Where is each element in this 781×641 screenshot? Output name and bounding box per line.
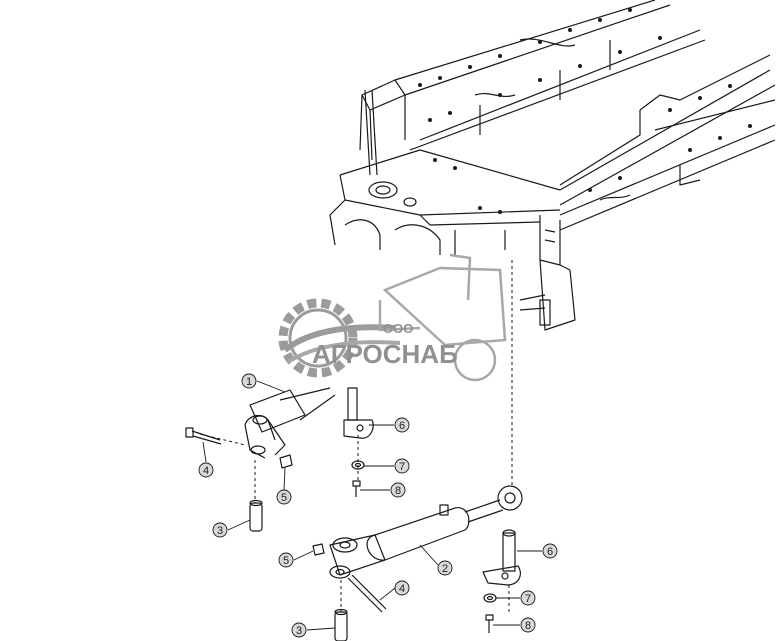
frame-cross-member — [329, 149, 561, 255]
watermark-logo: ООО АГРОСНАБ — [248, 253, 518, 385]
callout-label: 3 — [296, 625, 302, 637]
part-3-pin-a — [249, 499, 263, 532]
callout-label: 7 — [399, 461, 405, 473]
callout-circle-6a — [394, 417, 410, 433]
callout-circle-4b — [394, 580, 410, 596]
leader-1 — [256, 380, 286, 393]
leader-2 — [419, 544, 439, 566]
callout-circle-4a — [198, 462, 214, 478]
part-5-nut-b — [312, 543, 325, 556]
part-7-washer-b — [483, 593, 497, 603]
callout-circle-7b — [520, 590, 536, 606]
frame-bracket — [519, 215, 576, 331]
parts — [185, 260, 523, 641]
part-5-nut-a — [279, 454, 293, 469]
part-4-bolt-a — [185, 427, 222, 445]
callout-label: 4 — [399, 583, 405, 595]
callout-label: 5 — [281, 492, 287, 504]
leader-5b — [293, 550, 314, 561]
callout-label: 8 — [395, 485, 401, 497]
part-3-pin-b — [334, 608, 348, 641]
leader-3a — [227, 519, 251, 531]
leader-4a — [202, 441, 207, 463]
part-6-bracket-a — [343, 387, 374, 439]
frame-holes — [418, 8, 752, 214]
frame-rail-upper — [359, 0, 706, 161]
watermark-prefix: ООО — [383, 321, 413, 336]
callouts — [198, 373, 558, 638]
part-4-bolt-b — [347, 574, 387, 613]
callout-circle-3b — [291, 622, 307, 638]
leader-4b — [379, 587, 396, 601]
callout-circle-8a — [390, 482, 406, 498]
frame-post — [364, 89, 378, 176]
watermark-company: АГРОСНАБ — [312, 339, 458, 369]
callout-circle-6b — [542, 543, 558, 559]
callout-circle-8b — [520, 617, 536, 633]
part-8-screw-a — [352, 480, 361, 497]
leader-5a — [283, 467, 286, 491]
gear-icon — [278, 298, 358, 378]
callout-label: 1 — [246, 376, 252, 388]
callout-label: 6 — [399, 420, 405, 432]
part-1-shaft — [244, 387, 336, 459]
chassis-frame — [329, 0, 776, 331]
part-8-screw-b — [485, 614, 494, 633]
callout-label: 6 — [547, 546, 553, 558]
leader-3b — [306, 627, 336, 631]
callout-label: 3 — [217, 525, 223, 537]
callout-circle-5a — [276, 489, 292, 505]
callout-label: 7 — [525, 593, 531, 605]
callout-labels: 1 2 3 3 4 4 5 5 6 6 7 7 8 8 — [203, 376, 553, 637]
callout-circle-1 — [241, 373, 257, 389]
callout-label: 8 — [525, 620, 531, 632]
callout-circle-5b — [278, 552, 294, 568]
callout-circle-7a — [394, 458, 410, 474]
callout-label: 4 — [203, 465, 209, 477]
frame-rail-lower — [559, 54, 776, 231]
callout-circle-2 — [437, 560, 453, 576]
assembly-guides — [199, 260, 513, 615]
callout-label: 5 — [283, 555, 289, 567]
part-2-cylinder — [329, 485, 523, 579]
part-6-bracket-b — [482, 529, 521, 586]
callout-label: 2 — [442, 563, 448, 575]
harvester-icon — [378, 253, 507, 382]
callout-circle-3a — [212, 522, 228, 538]
